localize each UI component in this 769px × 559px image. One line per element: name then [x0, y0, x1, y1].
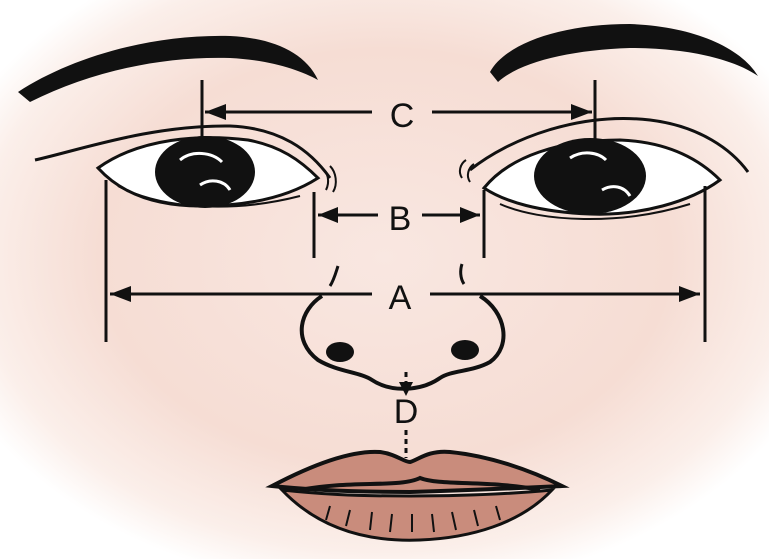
left-nostril — [326, 342, 354, 362]
label-c: C — [390, 97, 415, 135]
label-b: B — [389, 200, 412, 238]
right-nostril — [451, 340, 479, 360]
right-iris — [534, 138, 646, 214]
label-a: A — [389, 279, 412, 317]
label-d: D — [394, 393, 419, 431]
left-iris — [155, 136, 255, 208]
